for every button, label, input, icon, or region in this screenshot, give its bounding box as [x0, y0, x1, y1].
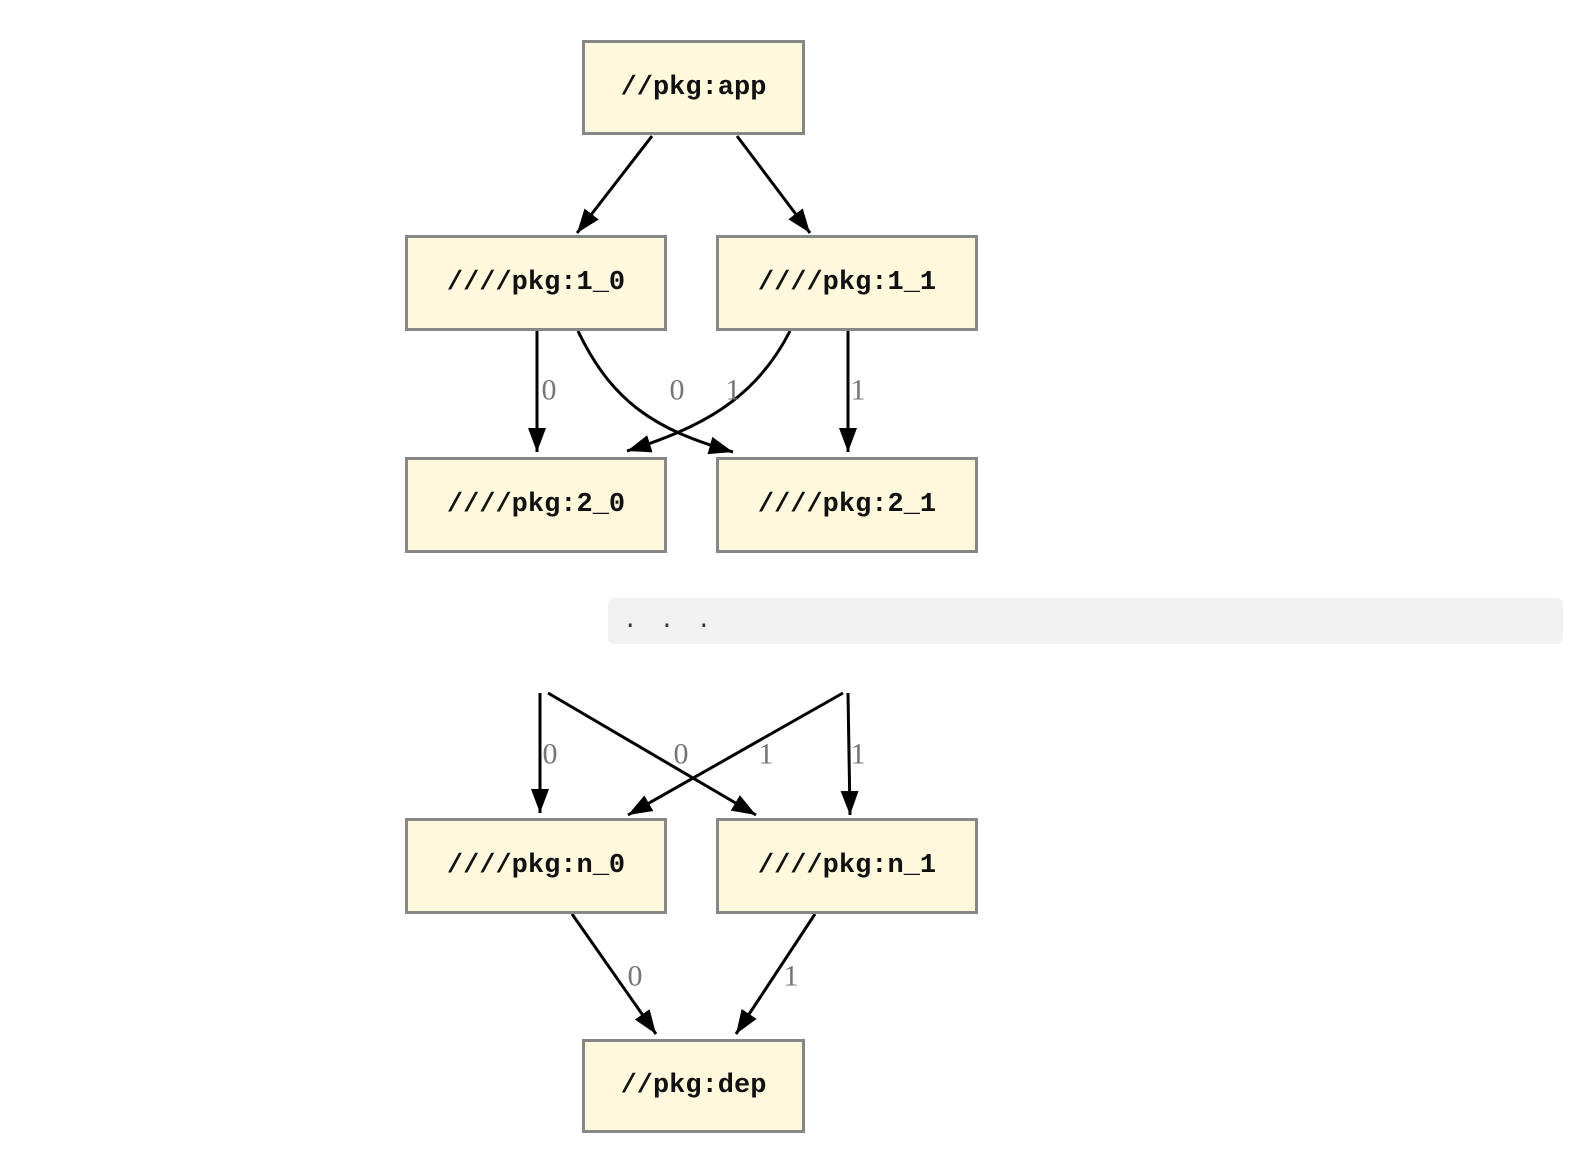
edge-cont-n_1-vertical	[840, 692, 859, 816]
edge-1_0-2_1	[576, 330, 734, 455]
node-pkg-n_1: ////pkg:n_1	[716, 818, 978, 914]
edge-1_1-2_0	[626, 330, 792, 453]
edge-label-cont-n_1-diagonal: 1	[759, 738, 774, 771]
edge-app-1_0	[575, 135, 654, 234]
edge-n_0-dep	[570, 913, 658, 1035]
edge-cont-n_1-diagonal	[547, 691, 757, 817]
node-pkg-n_0: ////pkg:n_0	[405, 818, 667, 914]
edge-label-1_0-2_1: 1	[726, 374, 741, 407]
edge-label-1_0-2_0: 0	[542, 374, 557, 407]
node-pkg-1_0: ////pkg:1_0	[405, 235, 667, 331]
node-pkg-2_0: ////pkg:2_0	[405, 457, 667, 553]
edge-label-1_1-2_0: 0	[670, 374, 685, 407]
edge-label-cont-n_1-vertical: 1	[851, 738, 866, 771]
node-pkg-1_1: ////pkg:1_1	[716, 235, 978, 331]
edge-label-1_1-2_1: 1	[851, 374, 866, 407]
edge-n_1-dep	[734, 913, 817, 1035]
node-pkg-dep: //pkg:dep	[582, 1039, 805, 1133]
node-pkg-2_1: ////pkg:2_1	[716, 457, 978, 553]
edge-app-1_1	[735, 135, 812, 234]
edge-label-n_0-dep: 0	[628, 960, 643, 993]
code-block-ellipsis: . . .	[608, 598, 1563, 644]
node-pkg-app: //pkg:app	[582, 40, 805, 135]
edge-label-n_1-dep: 1	[784, 960, 799, 993]
edge-label-cont-n_0-diagonal: 0	[674, 738, 689, 771]
edge-label-cont-n_0-vertical: 0	[543, 738, 558, 771]
edge-cont-n_0-diagonal	[627, 691, 844, 817]
